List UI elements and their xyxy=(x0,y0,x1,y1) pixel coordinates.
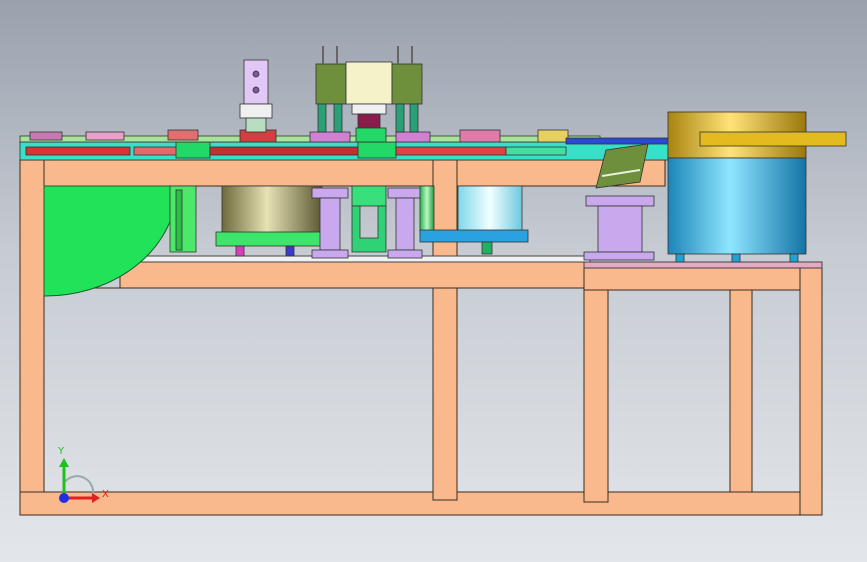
y-axis-label: Y xyxy=(57,446,65,457)
right-table-inner-leg xyxy=(729,289,753,493)
main-frame[interactable] xyxy=(19,159,823,516)
deck-green-block-1 xyxy=(175,141,211,159)
deck-red-band-mid xyxy=(209,146,361,156)
frame-opening-mid xyxy=(456,287,585,493)
nozzle-1 xyxy=(317,103,327,133)
fixture-3[interactable] xyxy=(167,129,199,141)
deck-red-band-right xyxy=(395,146,507,156)
mid-shelf-strip xyxy=(109,255,591,263)
lavender-post-2[interactable] xyxy=(387,187,423,199)
right-shelf-strip xyxy=(583,261,823,269)
lavender-cylinder-column[interactable] xyxy=(243,59,269,105)
frame-bottom-beam xyxy=(19,491,823,516)
bowl-feeder[interactable] xyxy=(667,111,847,263)
bowl-cyan-base[interactable] xyxy=(667,157,807,255)
frame-mid-beam xyxy=(119,261,591,289)
bowl-foot-1 xyxy=(675,253,685,263)
fixture-5[interactable] xyxy=(309,131,351,143)
frame-right-leg xyxy=(583,261,609,503)
right-table-right-leg xyxy=(799,265,823,516)
frame-middle-leg xyxy=(432,159,458,501)
fixture-8[interactable] xyxy=(537,129,569,143)
valve-block-right[interactable] xyxy=(391,63,423,105)
fixture-1[interactable] xyxy=(29,131,63,141)
z-axis-dot xyxy=(59,493,69,503)
nozzle-3 xyxy=(395,103,405,133)
deck-red-band-2 xyxy=(133,146,179,156)
feeder-support[interactable] xyxy=(585,195,655,207)
fixture-6[interactable] xyxy=(395,131,431,143)
green-bracket xyxy=(169,185,197,253)
nozzle-4 xyxy=(409,103,419,133)
light-cyan-cylinder[interactable] xyxy=(457,185,523,233)
deck-teal-plate xyxy=(505,146,567,156)
center-cylinder-body[interactable] xyxy=(345,61,393,105)
valve-block-left[interactable] xyxy=(315,63,347,105)
fixture-7[interactable] xyxy=(459,129,501,143)
coordinate-triad: X Y xyxy=(57,446,109,503)
triad-arc xyxy=(63,475,95,499)
fixture-2[interactable] xyxy=(85,131,125,141)
pick-place-head[interactable] xyxy=(239,46,423,143)
green-center-column[interactable] xyxy=(351,185,387,207)
nozzle-2 xyxy=(333,103,343,133)
bowl-output-track[interactable] xyxy=(699,131,847,147)
bowl-foot-2 xyxy=(731,253,741,263)
bowl-foot-3 xyxy=(789,253,799,263)
olive-cylinder[interactable] xyxy=(221,185,323,235)
blue-feed-rail[interactable] xyxy=(565,137,671,145)
right-table-top xyxy=(583,265,823,291)
x-axis-label: X xyxy=(102,489,109,500)
frame-top-beam xyxy=(19,159,666,187)
lavender-post-1[interactable] xyxy=(311,187,349,199)
feeder-ramp[interactable] xyxy=(595,143,649,189)
green-cylinder-small xyxy=(419,185,435,235)
top-deck[interactable] xyxy=(19,129,671,189)
under-table-assemblies[interactable] xyxy=(169,185,655,261)
frame-opening-left xyxy=(43,287,434,493)
deck-green-block-2 xyxy=(357,141,397,159)
deck-red-band-left xyxy=(25,146,131,156)
frame-left-leg xyxy=(19,159,45,516)
